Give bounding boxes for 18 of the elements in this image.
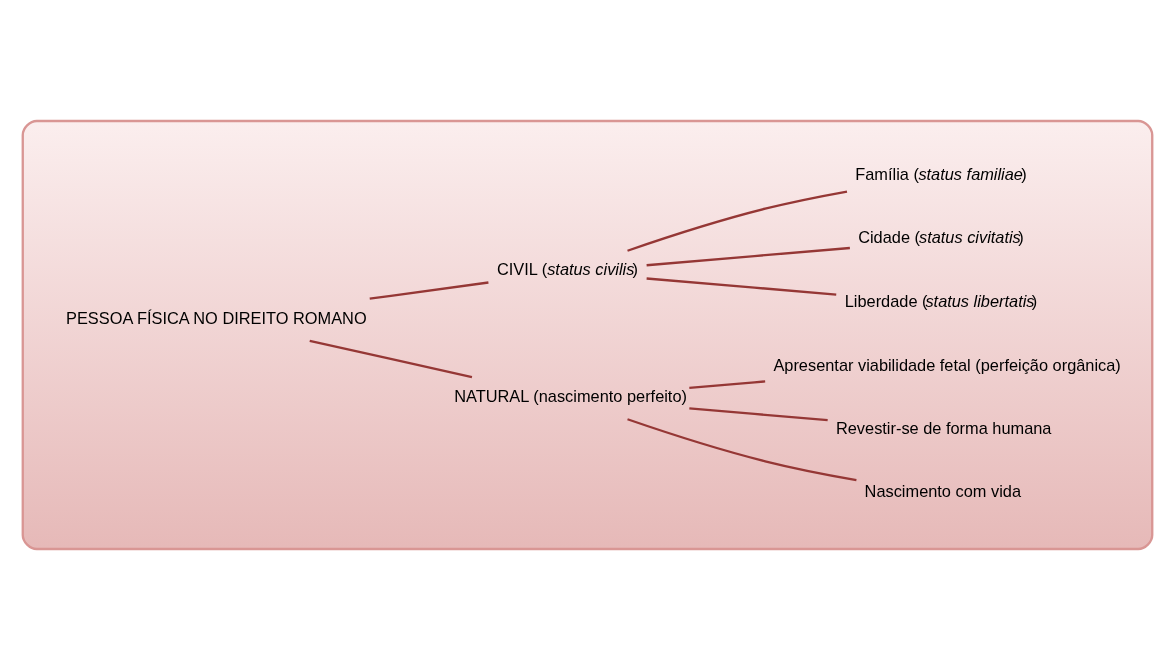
connector xyxy=(369,280,489,300)
node-text: NATURAL (nascimento perfeito) xyxy=(454,386,687,405)
node-text: Cidade (status civitatis) xyxy=(858,227,1024,246)
node-text: Liberdade (status libertatis) xyxy=(844,291,1038,310)
node-text: Família (status familiae) xyxy=(855,164,1027,183)
connector xyxy=(646,246,850,266)
node-text: CIVIL (status civilis) xyxy=(496,259,638,278)
connector xyxy=(627,417,857,481)
node-text: PESSOA FÍSICA NO DIREITO ROMANO xyxy=(66,308,367,327)
cluster xyxy=(21,119,1154,550)
connector xyxy=(689,406,828,421)
node-text: Revestir-se de forma humana xyxy=(835,418,1052,437)
connector xyxy=(689,379,766,389)
connector xyxy=(646,276,837,296)
node-text: Apresentar viabilidade fetal (perfeição orgânica) xyxy=(773,355,1121,374)
connector xyxy=(309,339,473,378)
node-text: Nascimento com vida xyxy=(864,481,1021,500)
connector xyxy=(627,189,848,252)
